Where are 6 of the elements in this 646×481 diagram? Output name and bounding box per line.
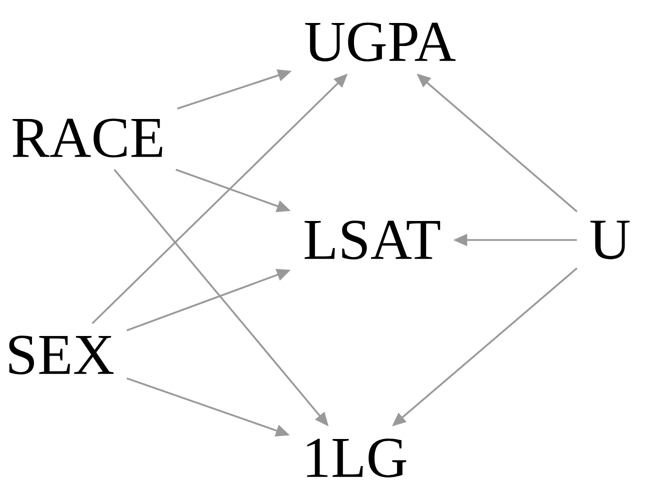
node-label: 1LG xyxy=(307,438,406,478)
node-label: LSAT xyxy=(304,220,440,260)
node-label: RACE xyxy=(12,118,162,158)
node-label: UGPA xyxy=(305,22,456,62)
node-label: SEX xyxy=(9,336,114,374)
node-label: U xyxy=(590,220,630,260)
